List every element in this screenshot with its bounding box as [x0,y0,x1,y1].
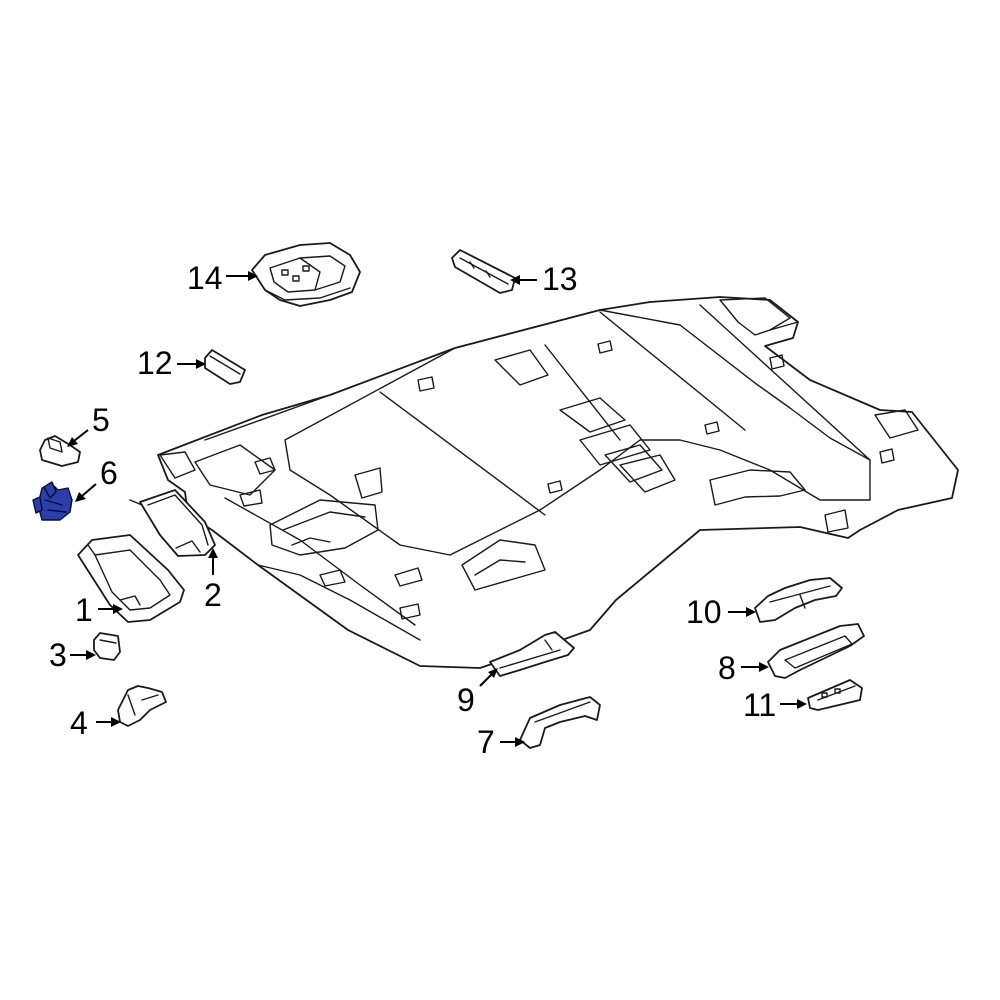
part-11-switch-panel[interactable] [807,679,863,711]
part-10-bracket[interactable] [754,577,843,623]
callout-6: 6 [100,455,118,491]
part-5-clip[interactable] [39,435,81,467]
part-14-overhead-console[interactable] [251,242,361,307]
part-12-lamp[interactable] [204,349,246,385]
callout-4: 4 [70,705,88,741]
part-2-sun-visor[interactable] [129,489,216,557]
callout-labels: 14 13 12 5 6 2 1 3 4 9 7 10 8 11 [49,260,776,760]
part-8-grab-handle[interactable] [767,623,865,679]
callout-13: 13 [542,261,578,297]
headliner-panel[interactable] [157,296,959,669]
callout-9: 9 [457,682,475,718]
part-7-grab-handle[interactable] [519,696,601,749]
part-9-bracket[interactable] [489,631,575,677]
callout-2: 2 [204,577,222,613]
callout-5: 5 [92,402,110,438]
part-3-clip[interactable] [93,632,121,661]
part-1-sun-visor[interactable] [77,534,185,623]
callout-8: 8 [718,650,736,686]
leader-lines [67,271,807,747]
callout-14: 14 [187,260,223,296]
callout-11: 11 [743,687,776,723]
callout-7: 7 [477,724,495,760]
part-13-roof-strip[interactable] [451,249,516,294]
callout-1: 1 [75,592,93,628]
callout-3: 3 [49,637,67,673]
callout-12: 12 [137,345,173,381]
part-6-bracket[interactable] [32,481,73,521]
part-4-holder[interactable] [117,685,167,727]
callout-10: 10 [686,594,722,630]
